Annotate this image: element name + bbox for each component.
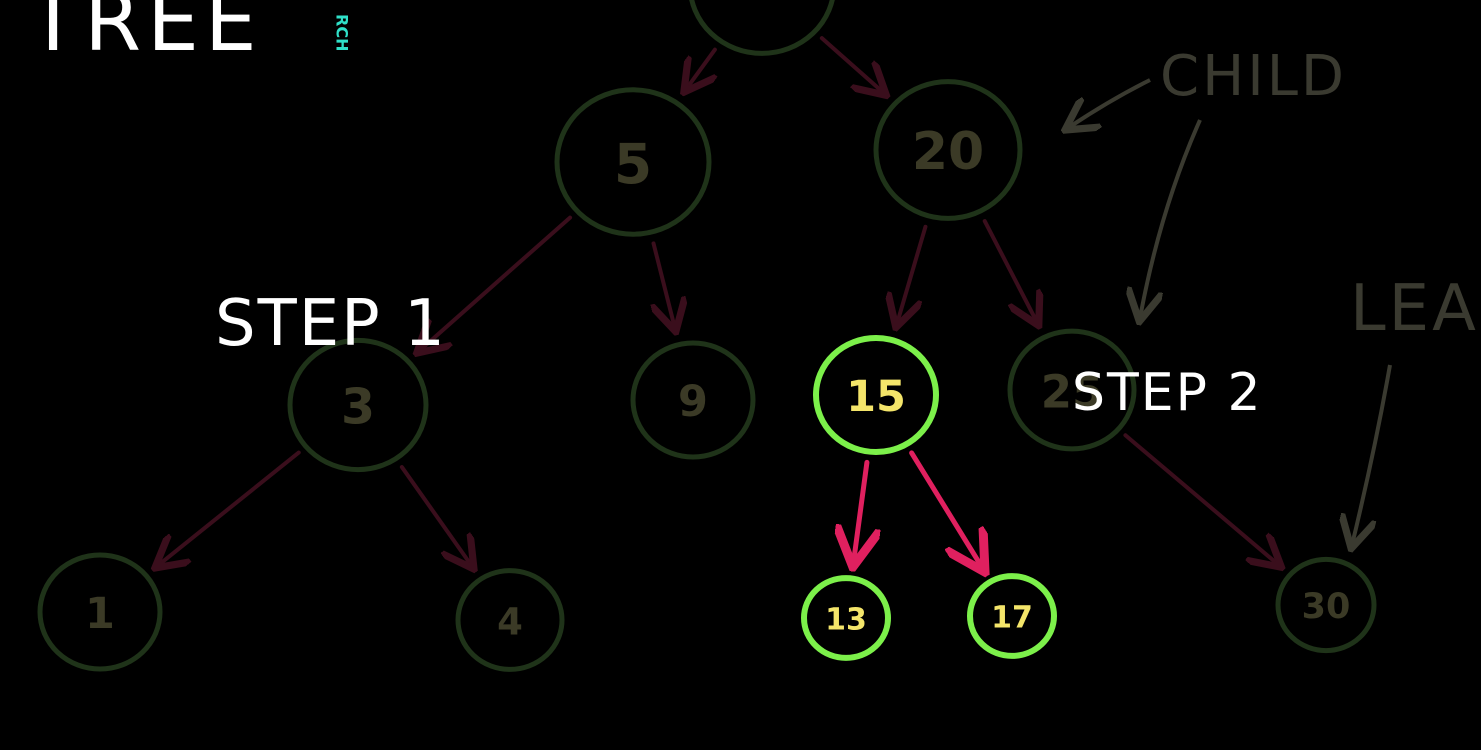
node-label: 3: [341, 379, 375, 436]
tree-node-3: 3: [287, 337, 429, 473]
node-label: 9: [678, 377, 708, 427]
tree-node-20: 20: [873, 79, 1023, 221]
node-circle: [689, 0, 835, 56]
page-title: TREE RCH: [27, 0, 352, 70]
step1-label: STEP 1: [215, 287, 447, 361]
tree-node-4: 4: [455, 568, 565, 672]
node-circle: [813, 335, 939, 455]
edge-n3-to-n4: [399, 465, 472, 566]
node-label: 4: [497, 601, 523, 644]
node-label: 15: [846, 372, 906, 422]
title-sub-text: RCH: [333, 14, 352, 51]
node-circle: [37, 552, 163, 672]
edge-n25-to-n30: [1123, 433, 1278, 565]
tree-node-9: 9: [630, 340, 756, 460]
tree-node-5: 5: [554, 87, 712, 237]
node-circle: [1007, 328, 1137, 452]
edge-n5-to-n3: [419, 215, 573, 351]
child-arrow-down: [1140, 119, 1202, 318]
leaf-arrow: [1352, 364, 1392, 545]
title-text: TREE: [27, 0, 263, 70]
tree-node-13: 13: [801, 575, 891, 661]
node-circle: [554, 87, 712, 237]
leaf-annotation: LEAF: [1350, 272, 1481, 545]
node-label: 13: [825, 603, 867, 638]
node-circle: [801, 575, 891, 661]
step2-label: STEP 2: [1072, 363, 1263, 423]
tree-edges: [158, 36, 1279, 568]
tree-node-15: 15: [813, 335, 939, 455]
edge-n-top-to-n20: [819, 36, 884, 93]
node-label: 25: [1041, 366, 1104, 419]
node-circle: [287, 337, 429, 473]
tree-node-root: [689, 0, 835, 56]
node-label: 1: [85, 589, 115, 639]
tree-node-17: 17: [967, 573, 1057, 659]
node-circle: [1275, 556, 1377, 654]
node-circle: [455, 568, 565, 672]
node-circle: [873, 79, 1023, 221]
edge-n-top-to-n5: [686, 47, 715, 90]
tree-node-25: 25: [1007, 328, 1137, 452]
child-annotation: CHILD: [1068, 44, 1347, 318]
node-label: 17: [991, 601, 1033, 636]
child-arrow-left: [1068, 78, 1151, 128]
edge-n20-to-n15: [897, 224, 928, 324]
node-label: 30: [1302, 587, 1351, 627]
edge-n15-to-n17: [909, 450, 983, 568]
tree-node-30: 30: [1275, 556, 1377, 654]
node-circle: [630, 340, 756, 460]
node-label: 5: [614, 132, 652, 196]
edge-n20-to-n25: [982, 219, 1037, 322]
leaf-label: LEAF: [1350, 272, 1481, 346]
tree-node-1: 1: [37, 552, 163, 672]
edge-n5-to-n9: [654, 241, 675, 328]
node-circle: [967, 573, 1057, 659]
edge-n15-to-n13: [853, 459, 866, 562]
node-label: 20: [912, 122, 984, 182]
tree-nodes: 5 20 3 9 15 25 1 4 13 17 30: [37, 0, 1377, 672]
edge-n3-to-n1: [158, 450, 301, 566]
child-label: CHILD: [1160, 44, 1347, 109]
